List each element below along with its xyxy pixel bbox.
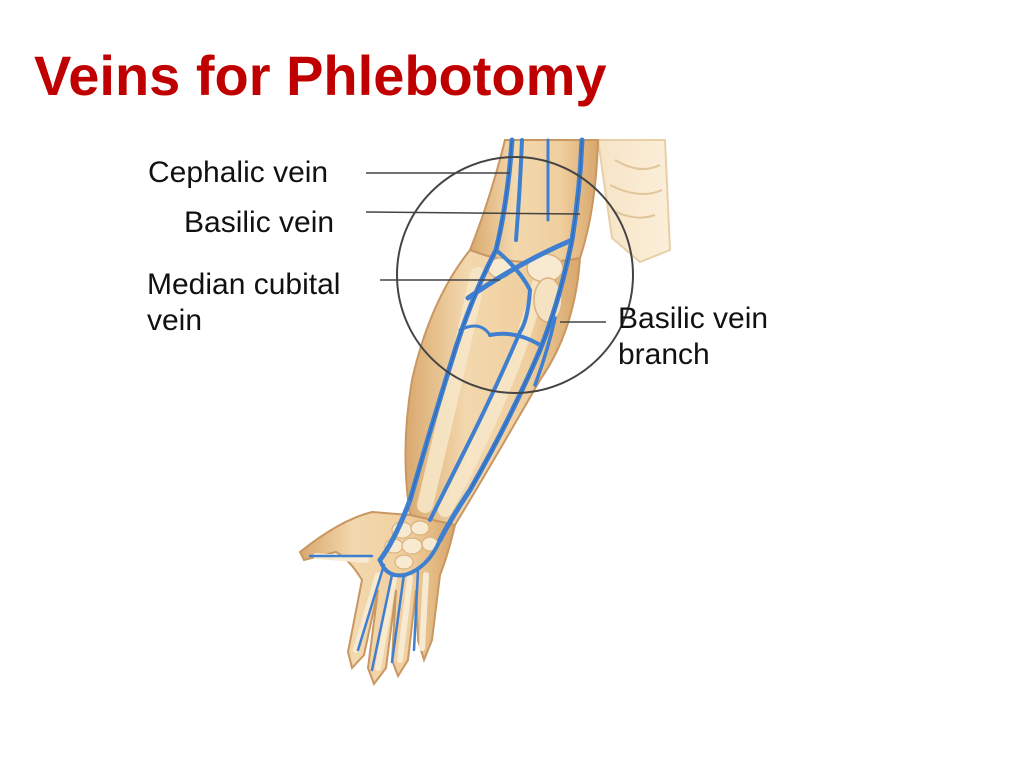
label-median-cubital-line-2: vein	[147, 304, 203, 337]
label-cephalic-vein: Cephalic vein	[148, 156, 329, 189]
ulna-bone	[438, 273, 547, 517]
label-basilic-vein: Basilic vein	[184, 206, 335, 239]
median-cubital-vein-path	[465, 237, 575, 301]
label-basilic-branch-line-2: branch	[618, 338, 710, 371]
forearm-shape	[404, 248, 582, 527]
leader-lines	[365, 172, 606, 323]
label-basilic-vein-branch: Basilic vein branch	[618, 301, 768, 373]
label-median-cubital-line-1: Median cubital	[147, 268, 341, 301]
elbow-focus-circle	[396, 156, 634, 394]
basilic-vein-branch-path	[533, 316, 557, 387]
torso-shape	[596, 139, 672, 264]
leader-basilic	[365, 211, 581, 215]
hand-shape	[298, 510, 457, 687]
label-basilic-branch-line-1: Basilic vein	[618, 302, 769, 335]
slide-title: Veins for Phlebotomy	[34, 44, 607, 107]
label-median-cubital-vein: Median cubital vein	[147, 267, 340, 339]
